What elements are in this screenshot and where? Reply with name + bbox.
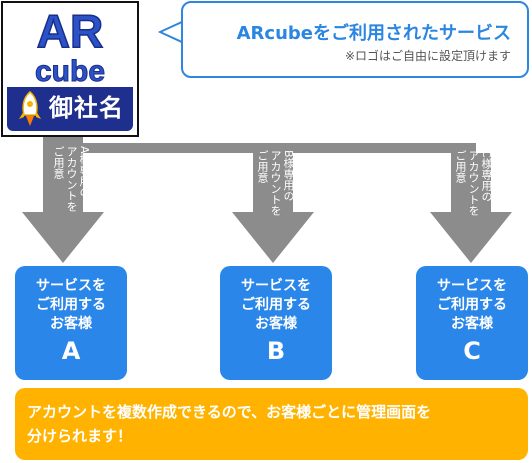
arrow-label-c-line1: C様専用の	[480, 150, 493, 202]
customer-c-line1: サービスを	[437, 278, 507, 294]
customer-c-line2: ご利用する	[437, 297, 507, 313]
arrow-label-a: A様専用の アカウントを ご用意	[52, 146, 91, 212]
customer-b-line2: ご利用する	[241, 297, 311, 313]
arrow-label-c-line2: アカウントを	[467, 150, 480, 216]
customer-a-letter: A	[61, 337, 81, 365]
summary-banner-text: アカウントを複数作成できるので、お客様ごとに管理画面を 分けられます！	[27, 400, 514, 448]
arrow-label-a-line1: A様専用の	[78, 146, 91, 198]
customer-b-line1: サービスを	[241, 278, 311, 294]
down-arrow-c	[430, 153, 512, 263]
customer-a-line2: ご利用する	[36, 297, 106, 313]
company-logo: AR cube 御社名	[1, 1, 139, 137]
logo-text-cube: cube	[35, 55, 105, 87]
customer-b-line3: お客様	[255, 316, 297, 332]
service-callout: ARcubeをご利用されたサービス ※ロゴはご自由に設定頂けます	[181, 1, 529, 78]
arrow-label-a-line3: ご用意	[52, 146, 65, 179]
arrow-label-b: B様専用の アカウントを ご用意	[256, 150, 295, 216]
logo-text-ar: AR	[37, 5, 103, 57]
connector-horizontal-line	[63, 143, 476, 153]
down-arrow-a	[22, 137, 104, 263]
arrow-label-b-line2: アカウントを	[269, 150, 282, 216]
customer-a-line3: お客様	[50, 316, 92, 332]
customer-box-b: サービスを ご利用する お客様 B	[220, 266, 332, 380]
arrow-label-c-line3: ご用意	[454, 150, 467, 183]
summary-banner-line2: 分けられます！	[27, 427, 133, 445]
summary-banner-line1: アカウントを複数作成できるので、お客様ごとに管理画面を	[27, 403, 432, 421]
arcube-logo-mark: AR cube	[34, 4, 105, 87]
customer-c-letter: C	[463, 337, 481, 365]
customer-a-line1: サービスを	[36, 278, 106, 294]
account-flow-connector	[22, 137, 512, 263]
customer-c-line3: お客様	[451, 316, 493, 332]
logo-company-band: 御社名	[7, 87, 133, 131]
callout-note: ※ロゴはご自由に設定頂けます	[344, 49, 511, 63]
customer-box-c: サービスを ご利用する お客様 C	[416, 266, 528, 380]
arrow-label-b-line1: B様専用の	[282, 150, 295, 202]
customer-box-a: サービスを ご利用する お客様 A	[15, 266, 127, 380]
rocket-icon	[19, 91, 41, 126]
arrow-label-b-line3: ご用意	[256, 150, 269, 183]
customer-b-letter: B	[266, 337, 286, 365]
arrow-label-c: C様専用の アカウントを ご用意	[454, 150, 493, 216]
company-name: 御社名	[49, 94, 124, 122]
callout-title: ARcubeをご利用されたサービス	[236, 23, 511, 44]
summary-banner: アカウントを複数作成できるので、お客様ごとに管理画面を 分けられます！	[15, 388, 528, 460]
arrow-label-a-line2: アカウントを	[65, 146, 78, 212]
down-arrow-b	[232, 153, 314, 263]
